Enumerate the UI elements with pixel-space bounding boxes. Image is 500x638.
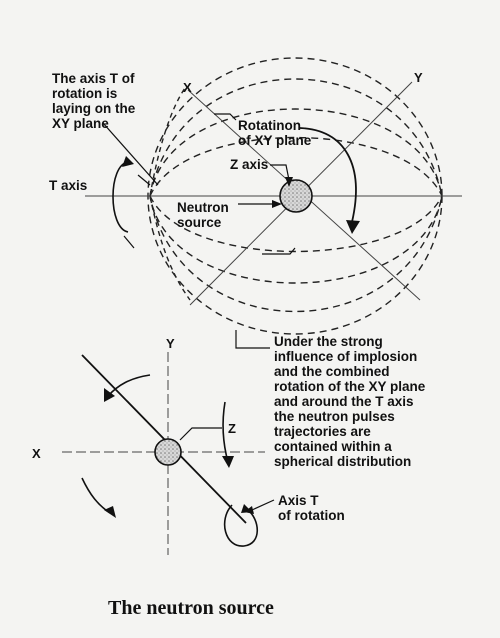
lower-arrow-lower-left-head [104,506,116,518]
leader-rotation-bracket [214,113,237,121]
neutron-source-circle-lower [154,438,182,466]
leader-implosion-bracket [235,330,270,349]
lower-leaders [179,427,275,511]
lower-arrow-right-head [222,456,234,468]
neutron-source-label: Neutron source [177,200,229,230]
leader-z-lower [179,427,222,441]
axis-t-rotation-label: Axis T of rotation [278,493,345,523]
inner-curve-1 [149,87,186,197]
leader-axis-t-note [102,122,159,186]
lower-arrow-lower-left [81,477,111,514]
z-axis-label: Z axis [230,157,269,172]
meridian-2 [149,78,443,197]
z-axis-arrowhead [285,177,293,187]
rotation-xy-arrowhead [346,220,360,234]
x-bottom-label: X [32,446,41,461]
meridian-3 [149,136,443,197]
meridian-5 [149,195,443,313]
lower-arrow-upper-left-head [104,388,115,402]
leader-axis-t-rotation-head [244,506,254,514]
rotation-xy-arrow [299,127,357,223]
leader-axis-t-rotation [251,499,275,511]
t-axis-label: T axis [49,178,88,193]
upper-leaders [102,113,296,349]
neutron-source-arrowhead [272,200,282,208]
leader-lower-small [262,247,296,255]
y-bottom-label: Y [166,336,175,351]
leader-z-axis [270,164,290,181]
meridian-1 [149,108,443,284]
meridian-4 [149,195,443,253]
lower-rotation-arrows [81,374,229,514]
inner-curve-2 [149,195,191,301]
z-bottom-label: Z [228,421,236,436]
figure-caption: The neutron source [108,597,274,619]
t-axis-loop-arrowhead [122,156,134,167]
upper-axes [85,81,462,306]
implosion-note-label: Under the strong influence of implosion … [274,334,426,469]
lower-arrow-upper-left [107,374,151,397]
leader-t-pole-lower [123,235,135,249]
rotation-xy-label: Rotatinon of XY plane [238,118,312,148]
leader-t-pole-upper [137,174,151,186]
t-axis-rotation-loop [112,161,129,233]
neutron-source-circle-upper [279,179,313,213]
y-top-label: Y [414,70,423,85]
axis-t-note-label: The axis T of rotation is laying on the … [52,71,136,131]
axis-t-rotation-loop [223,504,259,547]
x-top-label: X [183,80,192,95]
